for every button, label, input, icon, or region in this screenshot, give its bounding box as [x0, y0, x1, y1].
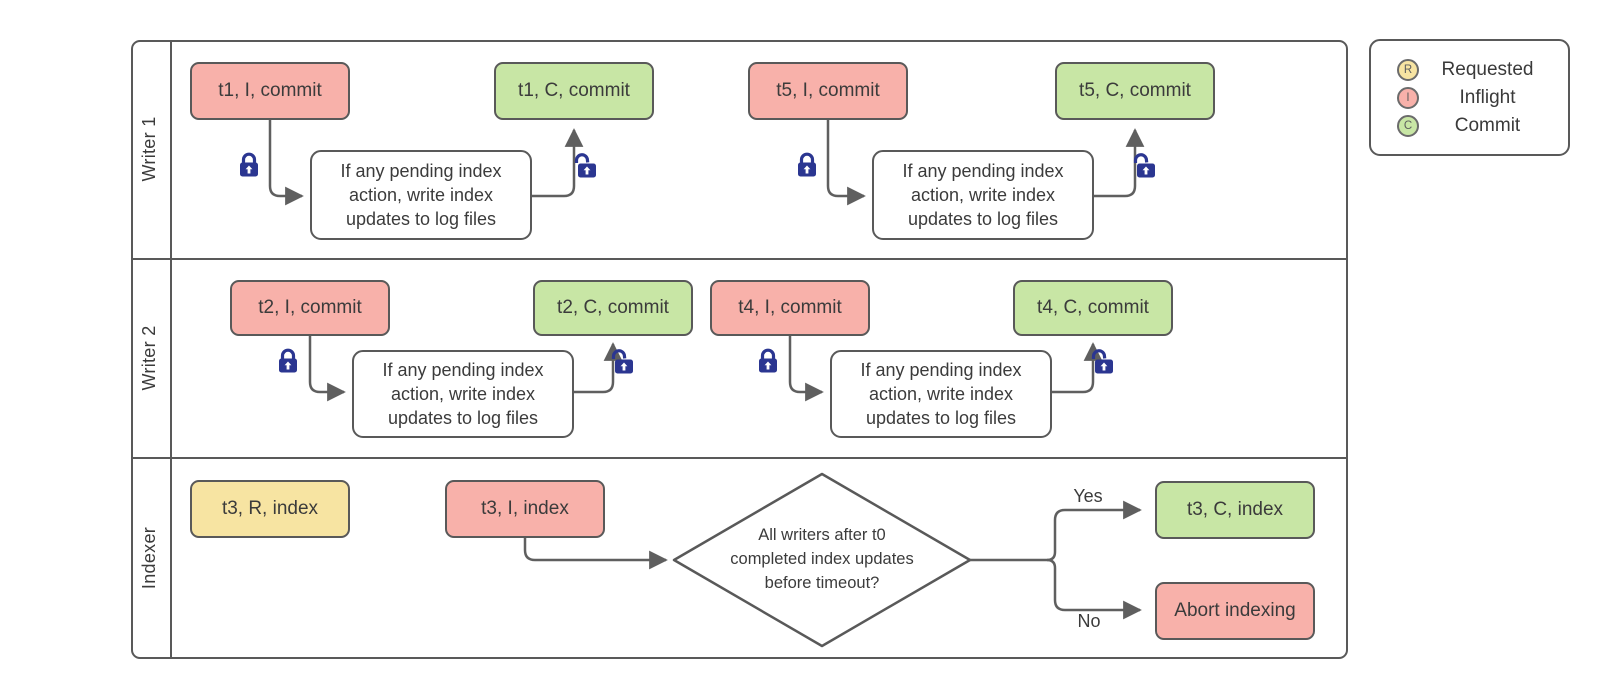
commit-state-icon: C	[1397, 114, 1419, 137]
legend-label: Commit	[1454, 114, 1521, 136]
legend-label: Inflight	[1459, 86, 1516, 108]
flow-arrow	[532, 128, 584, 198]
t3-inflight-index-state-box: t3, I, index	[445, 480, 605, 538]
lane-label-divider	[170, 41, 172, 658]
closed-padlock-icon	[240, 152, 258, 177]
lane-label-writer-2: Writer 2	[139, 325, 159, 391]
legend: R Requested I Inflight C Commit	[1369, 39, 1570, 156]
t3-commit-index-state-box: t3, C, index	[1155, 481, 1315, 539]
t5-inflight-commit-state-box: t5, I, commit	[748, 62, 908, 120]
padlock-icons	[240, 152, 1155, 374]
t4-inflight-commit-state-box: t4, I, commit	[710, 280, 870, 336]
open-padlock-icon	[574, 153, 596, 178]
flow-arrow	[826, 120, 866, 206]
inflight-state-icon: I	[1397, 86, 1419, 109]
legend-row-commit: C Commit	[1381, 112, 1556, 140]
t1-commit-commit-state-box: t1, C, commit	[494, 62, 654, 120]
lane-label-writer-1: Writer 1	[139, 116, 159, 182]
flow-arrow	[788, 336, 824, 402]
t5-commit-commit-state-box: t5, C, commit	[1055, 62, 1215, 120]
flow-arrow	[1052, 342, 1103, 394]
t1-inflight-commit-state-box: t1, I, commit	[190, 62, 350, 120]
open-padlock-icon	[1133, 153, 1155, 178]
flow-arrow	[1094, 128, 1145, 198]
closed-padlock-icon	[798, 152, 816, 177]
open-padlock-icon	[611, 349, 633, 374]
edge-label-no: No	[1077, 611, 1101, 631]
flow-arrow	[268, 120, 304, 206]
legend-row-inflight: I Inflight	[1381, 84, 1556, 112]
edge-label-yes: Yes	[1073, 486, 1103, 506]
requested-state-icon: R	[1397, 58, 1419, 81]
t2-inflight-commit-state-box: t2, I, commit	[230, 280, 390, 336]
flow-arrow	[523, 538, 668, 570]
closed-padlock-icon	[279, 348, 297, 373]
t3-requested-index-state-box: t3, R, index	[190, 480, 350, 538]
flow-arrow	[308, 336, 346, 402]
flow-arrow	[1046, 558, 1142, 620]
lane-separator	[131, 457, 1348, 459]
legend-row-requested: R Requested	[1381, 56, 1556, 84]
t4-commit-commit-state-box: t4, C, commit	[1013, 280, 1173, 336]
flow-arrow	[574, 342, 623, 394]
swimlane-frame	[131, 40, 1348, 659]
abort-indexing-state-box: Abort indexing	[1155, 582, 1315, 640]
legend-label: Requested	[1441, 58, 1534, 80]
open-padlock-icon	[1091, 349, 1113, 374]
connectors	[268, 120, 1145, 620]
lane-separator	[131, 258, 1348, 260]
lane-label-indexer: Indexer	[139, 526, 159, 590]
t2-commit-commit-state-box: t2, C, commit	[533, 280, 693, 336]
closed-padlock-icon	[759, 348, 777, 373]
